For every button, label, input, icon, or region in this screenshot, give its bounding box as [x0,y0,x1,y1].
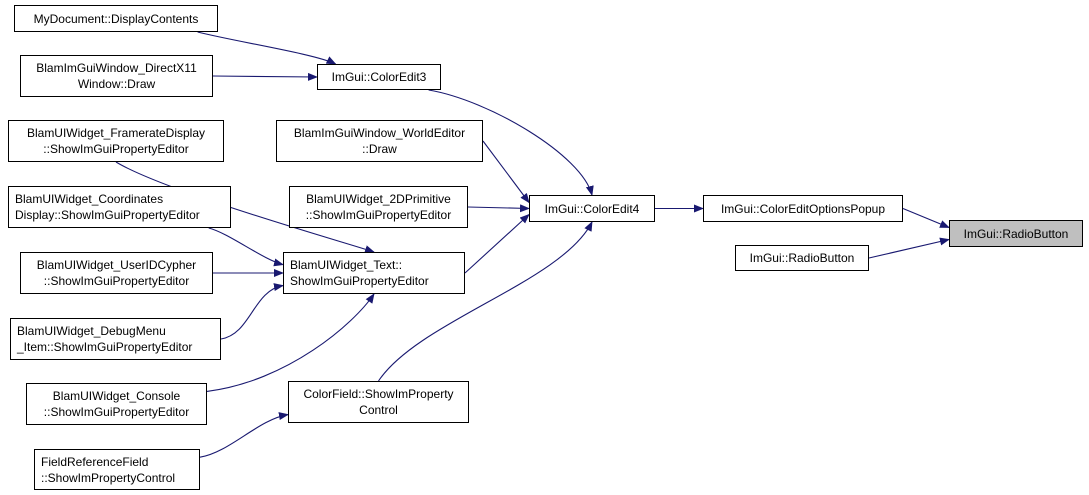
node-label: ImGui::ColorEdit4 [544,201,640,216]
edge-console-editor-to-text-editor [206,293,375,392]
node-label-line-1: BlamUIWidget_FramerateDisplay [26,126,206,140]
node-radio-button-other[interactable]: ImGui::RadioButton [735,245,869,271]
node-label-line-2: Display::ShowImGuiPropertyEditor [15,208,200,222]
edge-primitive-2d-editor-to-color-edit4 [467,204,530,213]
node-directx11-window-draw[interactable]: BlamImGuiWindow_DirectX11 Window::Draw [20,55,213,97]
edge-color-edit-options-popup-to-radio-button-current [902,207,950,229]
node-my-document-display-contents[interactable]: MyDocument::DisplayContents [14,5,218,32]
node-color-edit4[interactable]: ImGui::ColorEdit4 [529,195,655,222]
node-console-editor[interactable]: BlamUIWidget_Console ::ShowImGuiProperty… [26,383,207,425]
node-label-line-1: ColorField::ShowImProperty [303,387,454,401]
node-label: MyDocument::DisplayContents [33,11,199,26]
edge-my-document-display-contents-to-color-edit3 [197,31,337,65]
node-label-line-1: BlamImGuiWindow_WorldEditor [293,126,466,140]
node-userid-cypher-editor[interactable]: BlamUIWidget_UserIDCypher ::ShowImGuiPro… [20,252,213,294]
node-text-editor[interactable]: BlamUIWidget_Text:: ShowImGuiPropertyEdi… [283,252,465,294]
node-label-line-2: ShowImGuiPropertyEditor [290,274,429,288]
node-field-reference-field-show-property-control[interactable]: FieldReferenceField ::ShowImPropertyCont… [34,449,200,490]
node-label: ImGui::ColorEdit3 [331,70,427,84]
node-color-edit3[interactable]: ImGui::ColorEdit3 [317,64,441,90]
edge-world-editor-draw-to-color-edit4 [482,140,530,204]
node-label-line-2: ::ShowImGuiPropertyEditor [305,208,452,222]
edge-debug-menu-item-editor-to-text-editor [220,283,284,340]
node-coordinates-display-editor[interactable]: BlamUIWidget_Coordinates Display::ShowIm… [8,186,231,228]
edge-color-field-show-property-control-to-color-edit4 [378,221,593,382]
node-label-line-2: ::Draw [362,142,397,156]
edge-coordinates-display-editor-to-text-editor [208,227,284,267]
node-label-line-1: BlamUIWidget_UserIDCypher [36,258,197,272]
node-debug-menu-item-editor[interactable]: BlamUIWidget_DebugMenu _Item::ShowImGuiP… [10,318,221,360]
node-label-line-2: Window::Draw [77,77,156,91]
node-label: ImGui::RadioButton [963,226,1069,241]
edge-color-edit3-to-color-edit4 [428,89,594,196]
node-label-line-2: ::ShowImGuiPropertyEditor [43,405,190,419]
node-label: ImGui::ColorEditOptionsPopup [720,201,886,216]
node-label-line-1: BlamUIWidget_Text:: [290,258,403,272]
node-label-line-1: BlamUIWidget_2DPrimitive [306,192,451,206]
node-label-line-2: _Item::ShowImGuiPropertyEditor [17,340,193,354]
edge-framerate-display-editor-to-text-editor [115,161,375,253]
node-label-line-2: ::ShowImPropertyControl [41,470,176,485]
node-color-field-show-property-control[interactable]: ColorField::ShowImProperty Control [288,381,469,423]
node-2d-primitive-editor[interactable]: BlamUIWidget_2DPrimitive ::ShowImGuiProp… [289,186,468,228]
node-label-line-1: FieldReferenceField [41,454,149,469]
edge-directx11-window-draw-to-color-edit3 [212,72,318,81]
edge-radio-button-other-to-radio-button-current [868,237,950,259]
edge-field-reference-field-show-property-control-to-color-field-show-property-control [199,412,289,458]
node-framerate-display-editor[interactable]: BlamUIWidget_FramerateDisplay ::ShowImGu… [8,120,224,162]
node-color-edit-options-popup[interactable]: ImGui::ColorEditOptionsPopup [703,195,903,222]
node-label-line-1: BlamUIWidget_Coordinates [15,192,164,206]
node-label-line-2: ::ShowImGuiPropertyEditor [43,142,189,156]
node-label-line-1: BlamUIWidget_Console [52,389,181,403]
node-label-line-1: BlamUIWidget_DebugMenu [17,324,166,338]
node-label-line-2: ::ShowImGuiPropertyEditor [43,274,190,288]
node-label-line-2: Control [359,403,398,417]
node-world-editor-draw[interactable]: BlamImGuiWindow_WorldEditor ::Draw [276,120,483,162]
node-label: ImGui::RadioButton [749,251,855,265]
edge-text-editor-to-color-edit4 [464,213,530,274]
node-label-line-1: BlamImGuiWindow_DirectX11 [36,61,197,75]
node-radio-button-current: ImGui::RadioButton [949,220,1083,247]
